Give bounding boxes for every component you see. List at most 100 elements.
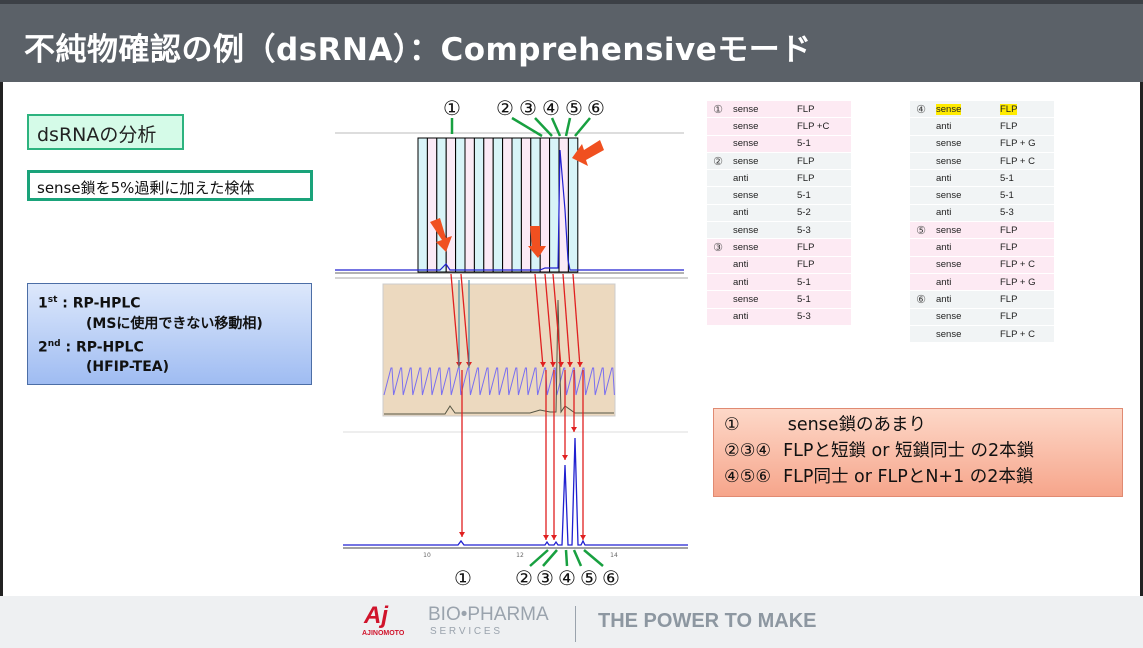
2d-plot-area [382,283,616,417]
strand-cell: sense [932,308,996,325]
peak-label: ③ [536,566,554,590]
species-cell: FLP [996,118,1054,135]
peak-number-cell [707,118,729,135]
slide-title: 不純物確認の例（dsRNA）：Comprehensiveモード [24,32,812,68]
fraction-window [483,137,494,273]
species-cell: FLP + C [996,325,1054,343]
strand-cell: sense [729,135,793,152]
peak-number-cell: ⑤ [910,222,932,239]
strand-cell: sense [932,135,996,152]
fraction-arrow [562,273,571,368]
peak-leader-line [529,549,549,567]
strand-cell: sense [729,118,793,135]
fraction-arrow [534,273,544,368]
species-cell: FLP [793,101,851,118]
ajinomoto-wordmark: AJINOMOTO [362,630,405,637]
arrowhead-icon [543,535,549,540]
footer-divider [575,606,576,642]
arrowhead-icon [577,362,583,367]
species-cell: 5-1 [793,291,851,308]
peak-label: ④ [542,96,560,120]
fraction-window [502,137,513,273]
peak-number-cell [910,187,932,204]
strand-cell: sense [729,291,793,308]
species-cell: FLP + G [996,135,1054,152]
species-cell: 5-3 [793,308,851,325]
fraction-arrow [544,273,554,368]
legend-text: FLPと短鎖 or 短鎖同士 の2本鎖 [783,441,1035,461]
peak-number-cell [910,135,932,152]
left-border [0,82,3,596]
peak-number-cell [707,204,729,222]
fraction-window [464,137,475,273]
fraction-window [455,137,466,273]
peak-number-cell [910,118,932,135]
analysis-label: dsRNAの分析 [27,114,184,150]
strand-cell: sense [729,222,793,239]
species-cell: FLP [996,291,1054,308]
strand-cell: sense [729,187,793,204]
strand-cell: sense [932,222,996,239]
peak-number-cell [910,273,932,291]
peak-label: ⑥ [587,96,605,120]
strand-cell: anti [729,204,793,222]
dim1-ord: 1 [38,295,48,312]
peak-number-cell [910,152,932,170]
fraction-window [436,137,447,273]
peak-number-cell [707,222,729,239]
fraction-arrow [572,273,581,368]
species-cell: 5-1 [793,135,851,152]
species-cell: 5-1 [793,273,851,291]
fraction-window [549,137,560,273]
legend-num: ① [724,415,740,435]
peak-label: ④ [558,566,576,590]
species-cell: FLP + C [996,152,1054,170]
fraction-window [567,137,579,273]
species-cell: 5-2 [793,204,851,222]
peak-number-cell [707,291,729,308]
method-box: 1st : RP-HPLC (MSに使用できない移動相) 2nd : RP-HP… [27,283,312,385]
strand-cell: anti [729,308,793,325]
right-border [1140,82,1143,596]
fraction-window [520,137,532,273]
peak-leader-line [564,117,572,137]
final-chromatogram-trace [343,437,688,546]
legend-text: sense鎖のあまり [787,415,927,435]
sample-label: sense鎖を5%過剰に加えた検体 [27,170,313,201]
species-cell: FLP [793,239,851,256]
peak-number-cell: ④ [910,101,932,118]
species-cell: FLP +C [793,118,851,135]
arrowhead-icon [540,362,546,367]
peak-leader-line [572,549,583,567]
arrowhead-icon [550,362,556,367]
dim2-sup: nd [47,338,61,349]
footer: Aj AJINOMOTO BIO•PHARMA S E R V I C E S … [0,596,1143,648]
strand-cell: sense [729,101,793,118]
peak-number-cell [910,256,932,273]
species-cell: FLP [793,170,851,187]
arrowhead-icon [571,427,577,432]
peak-number-cell: ① [707,101,729,118]
peak-number-cell [910,308,932,325]
peak-leader-line [511,116,543,138]
arrowhead-icon [459,532,465,537]
